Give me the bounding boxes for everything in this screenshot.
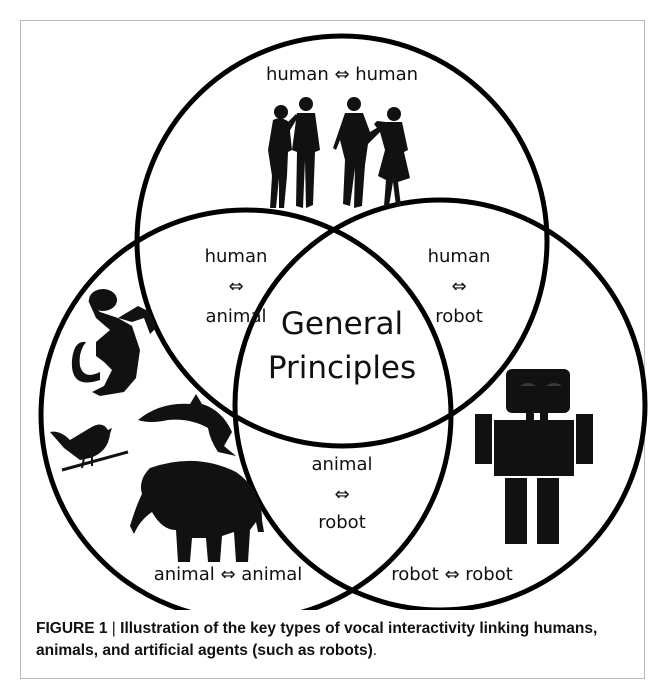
dolphin-icon [138,394,236,456]
caption-text: Illustration of the key types of vocal i… [36,620,598,659]
center-title-line1: General [281,306,403,342]
animal-circle [38,207,454,610]
people-silhouettes-icon [268,97,410,208]
caption-label: FIGURE 1 [36,620,108,637]
label-human-animal-bottom: animal [205,306,266,327]
label-animal-robot-top: animal [311,454,372,475]
label-human-animal-top: human [205,246,268,267]
label-animal-robot-arrow: ⇔ [334,484,349,505]
label-robot-robot: robot ⇔ robot [391,564,513,585]
label-human-robot-top: human [428,246,491,267]
robot-circle [232,197,648,610]
caption-separator: | [111,620,116,637]
elephant-icon [130,460,264,562]
bird-icon [50,424,129,472]
center-title-line2: Principles [268,350,416,386]
label-human-animal-arrow: ⇔ [228,276,243,297]
monkey-icon [71,289,156,396]
figure-caption: FIGURE 1 | Illustration of the key types… [36,618,636,662]
label-human-robot-arrow: ⇔ [451,276,466,297]
label-human-human: human ⇔ human [266,64,418,85]
label-animal-animal: animal ⇔ animal [154,564,303,585]
label-human-robot-bottom: robot [435,306,483,327]
label-animal-robot-bottom: robot [318,512,366,533]
caption-end: . [372,642,378,659]
venn-diagram: human ⇔ human human ⇔ animal human ⇔ rob… [38,33,648,610]
robot-icon [475,369,593,544]
